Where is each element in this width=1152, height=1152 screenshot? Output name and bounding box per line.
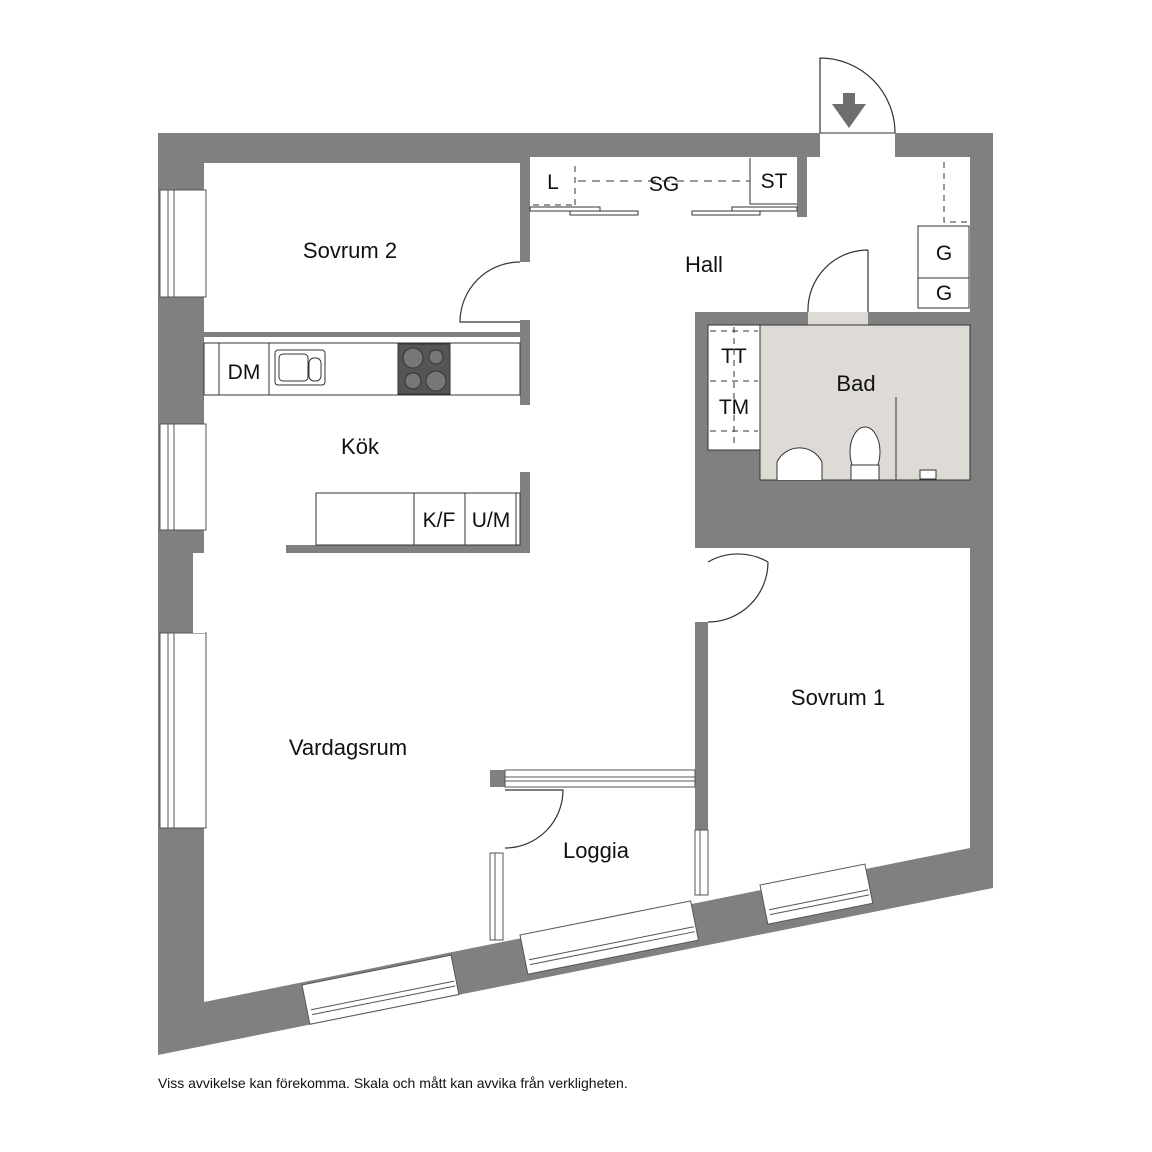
room-label-bad: Bad [836,371,875,396]
disclaimer-note: Viss avvikelse kan förekomma. Skala och … [158,1075,628,1091]
fixture-wardrobe: SG [649,173,679,196]
room-label-vardagsrum: Vardagsrum [289,735,407,760]
sink-icon [776,447,823,480]
windows-left [159,189,207,829]
fixture-oven-microwave: U/M [472,509,511,532]
entrance-arrow-icon [832,93,866,128]
door-arcs [459,249,869,849]
bathroom-door [807,249,869,313]
fixture-cleaning-closet: ST [761,170,788,193]
room-label-sovrum2: Sovrum 2 [303,238,397,263]
wardrobes [529,158,970,309]
fixture-linen: L [547,171,559,194]
room-label-kok: Kök [341,434,380,459]
fixture-dishwasher: DM [228,361,261,384]
toilet-icon [849,426,881,481]
fixture-g2: G [936,282,952,305]
windows-bottom [301,863,874,1025]
sink-icon [274,349,326,386]
entrance-door[interactable] [819,57,896,158]
room-label-loggia: Loggia [563,838,630,863]
kitchen-counter [203,342,521,546]
fixture-fridge-freezer: K/F [423,509,456,532]
fixture-washer: TM [719,396,749,419]
bathroom [707,312,971,481]
faucet-icon [919,469,937,480]
fixture-dryer: TT [721,345,747,368]
loggia-windows [489,769,709,941]
room-label-sovrum1: Sovrum 1 [791,685,885,710]
room-label-hall: Hall [685,252,723,277]
stove-icon [397,343,451,395]
fixture-g1: G [936,242,952,265]
